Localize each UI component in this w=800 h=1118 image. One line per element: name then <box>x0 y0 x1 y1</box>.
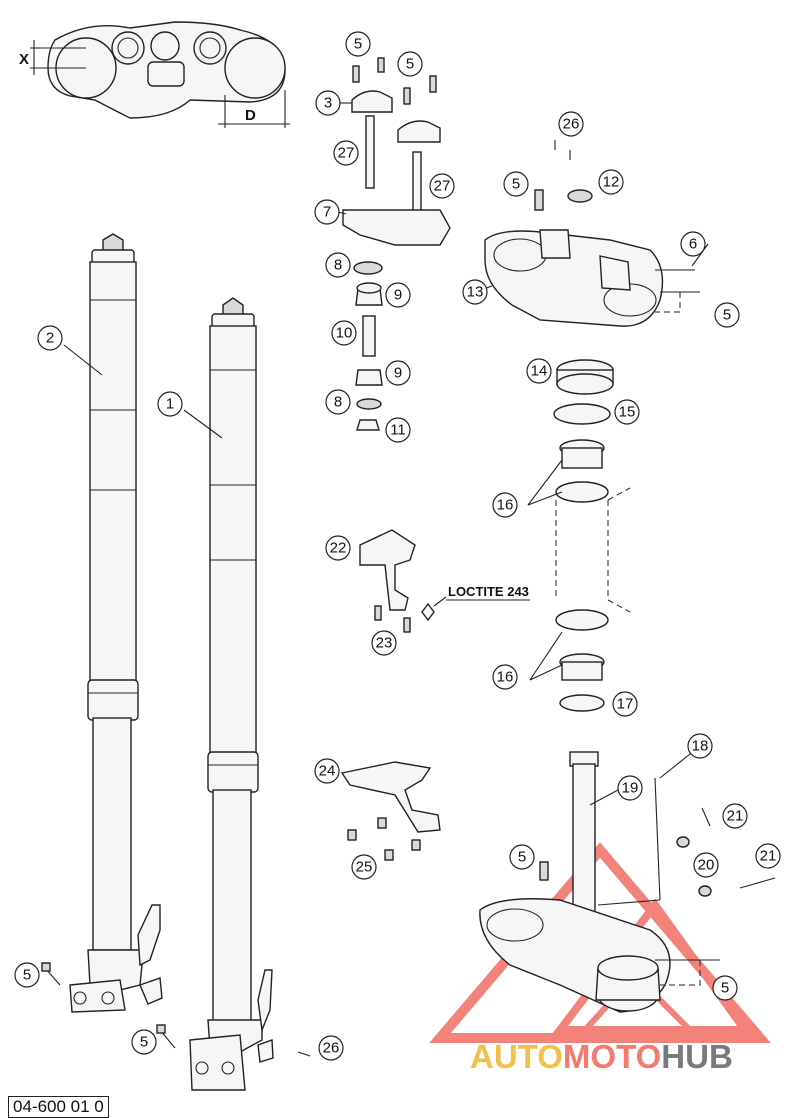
callout-27: 27 <box>429 173 455 199</box>
handlebar-clamp-assembly <box>342 57 451 431</box>
top-triple-clamp-view: X D <box>19 21 290 128</box>
callout-5: 5 <box>397 51 423 77</box>
callout-14: 14 <box>526 358 552 384</box>
svg-text:16: 16 <box>497 669 514 686</box>
watermark-text: AUTOMOTOHUB <box>470 1038 733 1076</box>
fork-leg-right <box>189 297 274 1091</box>
callout-7: 7 <box>314 199 340 225</box>
callout-5: 5 <box>714 302 740 328</box>
callout-24: 24 <box>314 758 340 784</box>
bracket-22 <box>359 529 447 633</box>
svg-text:8: 8 <box>334 257 342 274</box>
svg-text:5: 5 <box>354 36 362 53</box>
svg-text:23: 23 <box>376 635 393 652</box>
fork-leg-left <box>69 233 163 1013</box>
svg-text:27: 27 <box>434 178 451 195</box>
callout-22: 22 <box>325 535 351 561</box>
callout-21: 21 <box>755 843 781 869</box>
svg-text:12: 12 <box>603 174 620 191</box>
svg-text:26: 26 <box>563 116 580 133</box>
svg-text:5: 5 <box>721 980 729 997</box>
svg-text:5: 5 <box>23 967 31 984</box>
callout-9: 9 <box>385 360 411 386</box>
svg-text:8: 8 <box>334 394 342 411</box>
callout-5: 5 <box>131 1029 157 1055</box>
svg-text:7: 7 <box>323 204 331 221</box>
svg-text:15: 15 <box>619 404 636 421</box>
svg-text:9: 9 <box>394 287 402 304</box>
callout-11: 11 <box>385 417 411 443</box>
drawing-code: 04-600 01 0 <box>8 1096 109 1118</box>
svg-text:5: 5 <box>518 849 526 866</box>
callout-1: 1 <box>157 391 183 417</box>
callout-27: 27 <box>333 140 359 166</box>
callout-12: 12 <box>598 169 624 195</box>
svg-text:2: 2 <box>46 330 54 347</box>
callout-20: 20 <box>693 852 719 878</box>
callout-8: 8 <box>325 252 351 278</box>
watermark-part-hub: HUB <box>661 1038 733 1075</box>
svg-text:1: 1 <box>166 396 174 413</box>
callout-9: 9 <box>385 282 411 308</box>
svg-text:16: 16 <box>497 497 514 514</box>
callout-25: 25 <box>351 854 377 880</box>
lower-triple-clamp-with-stem <box>479 751 776 1013</box>
callout-8: 8 <box>325 389 351 415</box>
svg-text:14: 14 <box>531 363 548 380</box>
svg-text:27: 27 <box>338 145 355 162</box>
callout-16: 16 <box>492 492 518 518</box>
svg-text:19: 19 <box>622 780 639 797</box>
svg-text:9: 9 <box>394 365 402 382</box>
callout-10: 10 <box>331 320 357 346</box>
svg-text:22: 22 <box>330 540 347 557</box>
svg-text:6: 6 <box>689 236 697 253</box>
callout-5: 5 <box>14 962 40 988</box>
callout-18: 18 <box>687 733 713 759</box>
svg-text:5: 5 <box>140 1034 148 1051</box>
svg-text:17: 17 <box>617 696 634 713</box>
upper-triple-clamp <box>484 140 700 327</box>
svg-text:25: 25 <box>356 859 373 876</box>
callout-15: 15 <box>614 399 640 425</box>
callout-5: 5 <box>503 171 529 197</box>
dimension-x-label: X <box>19 51 29 68</box>
fork-pinch-bolt-icon <box>41 962 311 1057</box>
callout-5: 5 <box>712 975 738 1001</box>
callout-17: 17 <box>612 691 638 717</box>
svg-text:10: 10 <box>336 325 353 342</box>
svg-text:21: 21 <box>760 848 777 865</box>
svg-text:5: 5 <box>406 56 414 73</box>
svg-text:3: 3 <box>324 95 332 112</box>
callout-3: 3 <box>315 90 341 116</box>
watermark-part-auto: AUTO <box>470 1038 563 1075</box>
callout-23: 23 <box>371 630 397 656</box>
dimension-d-label: D <box>245 107 256 124</box>
callout-5: 5 <box>509 844 535 870</box>
svg-text:26: 26 <box>323 1040 340 1057</box>
svg-text:21: 21 <box>727 808 744 825</box>
callout-5: 5 <box>345 31 371 57</box>
callout-26: 26 <box>558 111 584 137</box>
svg-text:13: 13 <box>467 284 484 301</box>
callout-26: 26 <box>318 1035 344 1061</box>
callout-13: 13 <box>462 279 488 305</box>
svg-text:11: 11 <box>390 422 406 439</box>
svg-text:5: 5 <box>723 307 731 324</box>
watermark-part-moto: MOTO <box>562 1038 662 1075</box>
svg-text:18: 18 <box>692 738 709 755</box>
callout-16: 16 <box>492 664 518 690</box>
callout-6: 6 <box>680 231 706 257</box>
svg-text:5: 5 <box>512 176 520 193</box>
svg-text:20: 20 <box>698 857 715 874</box>
callout-19: 19 <box>617 775 643 801</box>
steering-bearing-stack <box>527 359 631 712</box>
loctite-note: LOCTITE 243 <box>448 584 529 599</box>
callout-2: 2 <box>37 325 63 351</box>
leader-lines <box>63 102 709 806</box>
svg-text:24: 24 <box>319 763 336 780</box>
bracket-24 <box>340 761 441 861</box>
callout-21: 21 <box>722 803 748 829</box>
